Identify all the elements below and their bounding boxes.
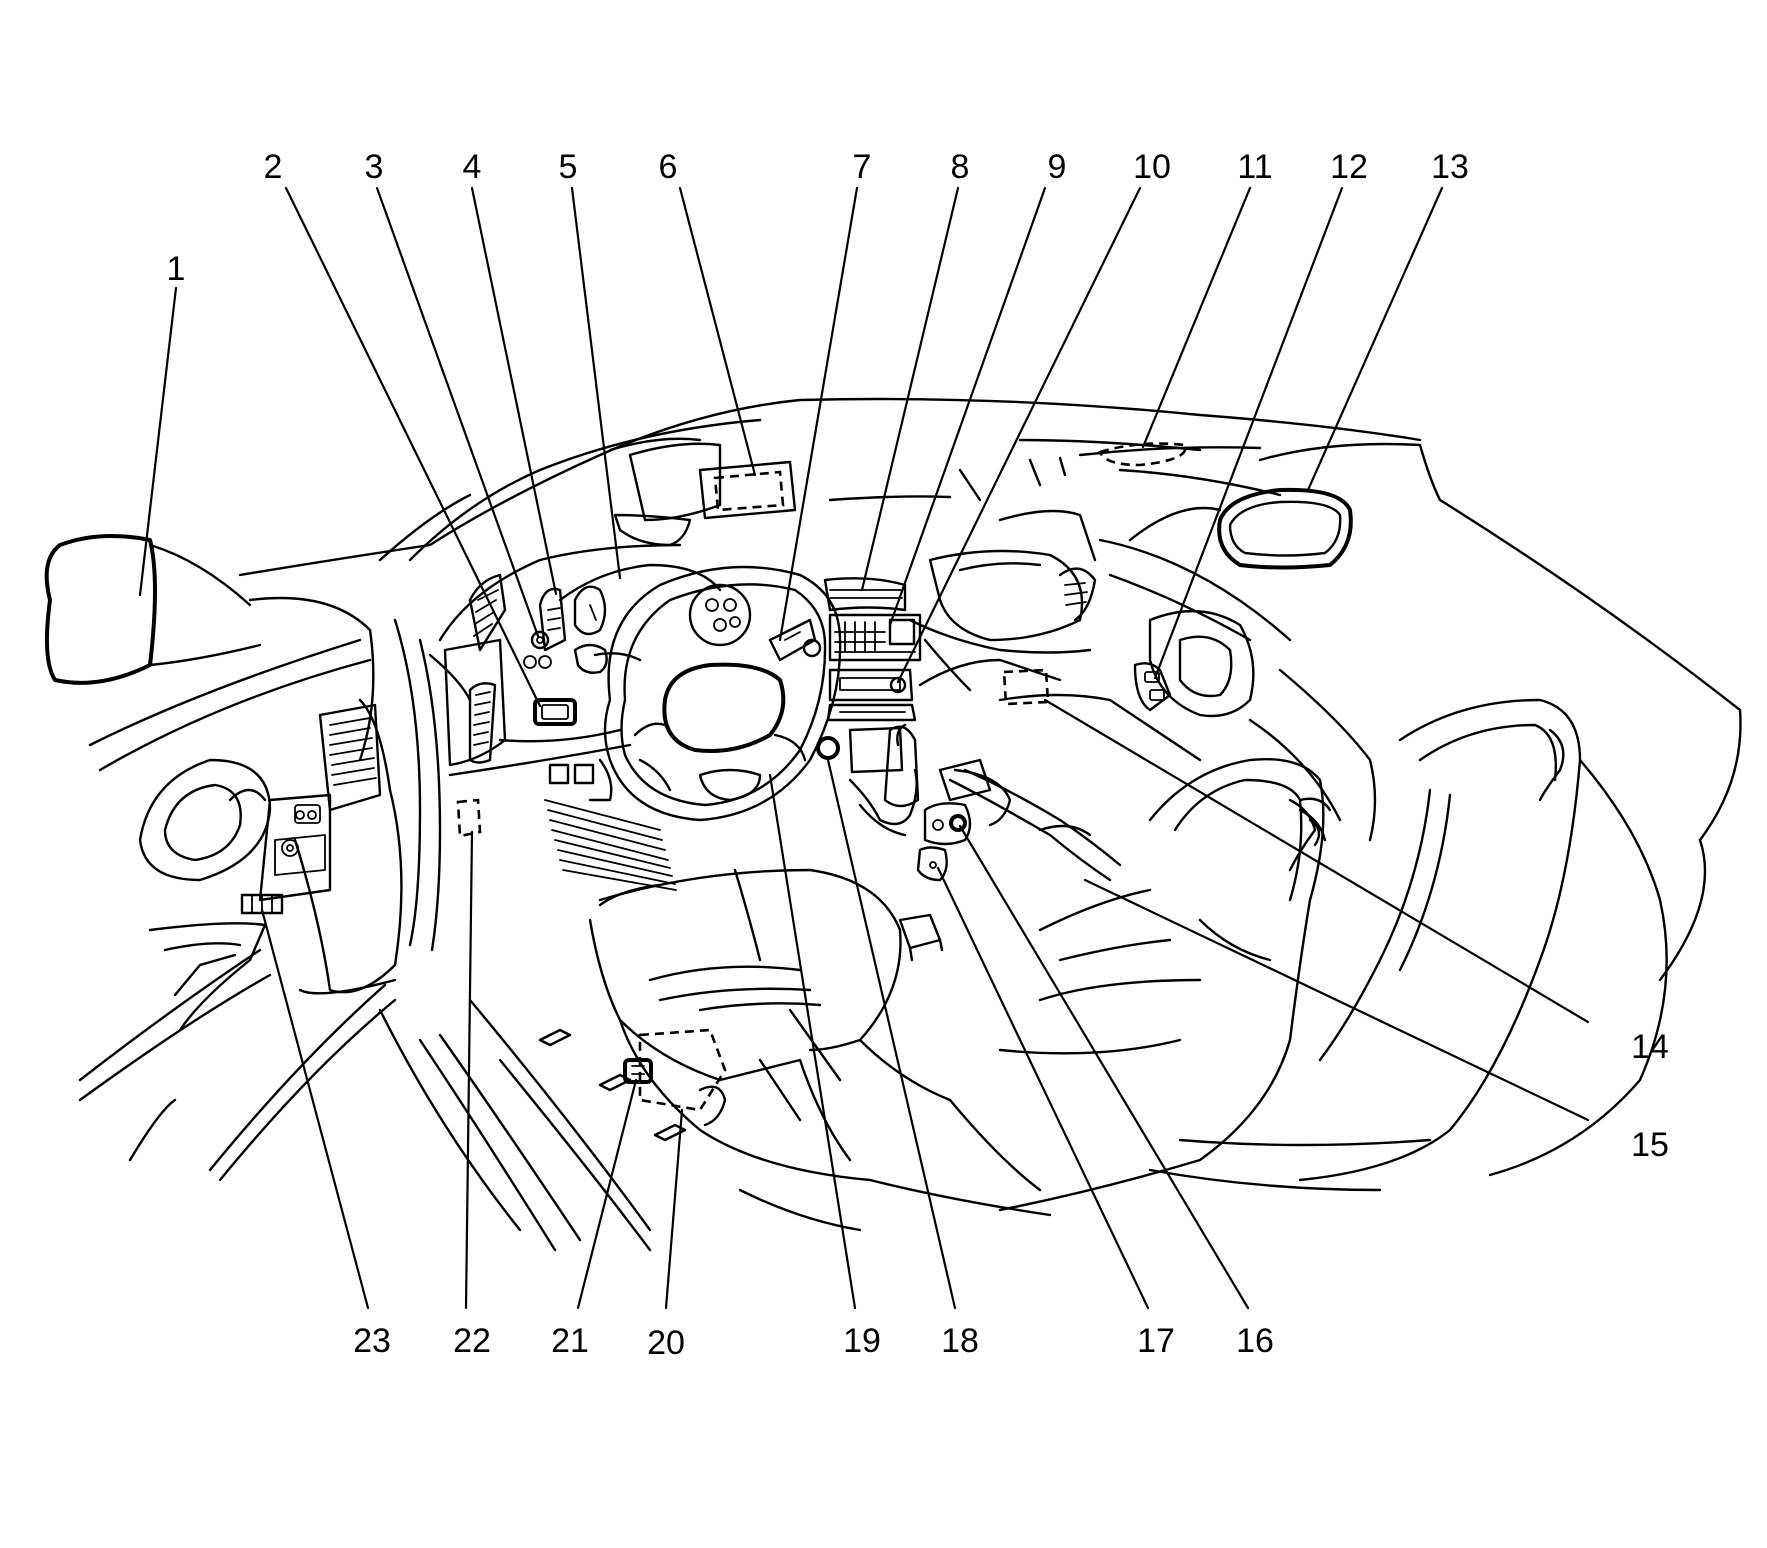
left-door-panel (78, 596, 442, 1182)
leader-5 (570, 186, 622, 580)
callout-19: 19 (843, 1322, 881, 1360)
leader-9 (888, 186, 1047, 627)
leader-11 (1141, 186, 1252, 449)
callout-6: 6 (659, 148, 678, 186)
callout-8: 8 (951, 148, 970, 186)
leader-1 (138, 286, 178, 597)
left-outside-mirror (44, 534, 262, 685)
leader-23 (260, 908, 370, 1310)
leader-19 (768, 773, 857, 1310)
windshield-header (238, 397, 1742, 982)
callout-22: 22 (453, 1322, 491, 1360)
leader-8 (860, 186, 960, 592)
callout-leaders (138, 186, 1590, 1310)
leader-15 (1083, 878, 1590, 1122)
leader-14 (1043, 698, 1590, 1024)
callout-23: 23 (353, 1322, 391, 1360)
callout-17: 17 (1137, 1322, 1175, 1360)
leader-7 (778, 186, 859, 642)
leader-20 (664, 1108, 684, 1310)
leader-6 (678, 186, 757, 477)
leader-16 (958, 824, 1250, 1310)
dashboard (428, 509, 1252, 891)
callout-labels: 1 2 3 4 5 6 7 8 9 10 11 12 13 14 15 16 1… (167, 148, 1669, 1362)
leader-22 (464, 830, 474, 1310)
callout-4: 4 (463, 148, 482, 186)
steering-wheel (603, 565, 842, 822)
callout-20: 20 (647, 1324, 685, 1362)
passenger-seat (858, 698, 1668, 1212)
leader-18 (826, 758, 957, 1310)
callout-18: 18 (941, 1322, 979, 1360)
driver-seat (378, 868, 1052, 1252)
callout-1: 1 (167, 250, 186, 288)
callout-5: 5 (559, 148, 578, 186)
callout-15: 15 (1631, 1126, 1669, 1164)
callout-14: 14 (1631, 1028, 1669, 1066)
center-console (816, 723, 1122, 962)
right-outside-mirror (1128, 487, 1353, 570)
callout-9: 9 (1048, 148, 1067, 186)
leader-17 (936, 866, 1150, 1310)
callout-12: 12 (1330, 148, 1368, 186)
callout-7: 7 (853, 148, 872, 186)
leader-12 (1153, 186, 1344, 680)
leader-21 (576, 1078, 638, 1310)
leader-3 (375, 186, 540, 638)
interior-line-art (44, 397, 1742, 1252)
callout-10: 10 (1133, 148, 1171, 186)
leader-10 (896, 186, 1142, 684)
callout-3: 3 (365, 148, 384, 186)
callout-16: 16 (1236, 1322, 1274, 1360)
callout-11: 11 (1237, 148, 1272, 186)
callout-13: 13 (1431, 148, 1469, 186)
callout-2: 2 (264, 148, 283, 186)
leader-13 (1306, 186, 1444, 492)
right-door-panel (1098, 538, 1377, 842)
leader-2 (284, 186, 542, 708)
leader-4 (470, 186, 558, 596)
callout-21: 21 (551, 1322, 589, 1360)
